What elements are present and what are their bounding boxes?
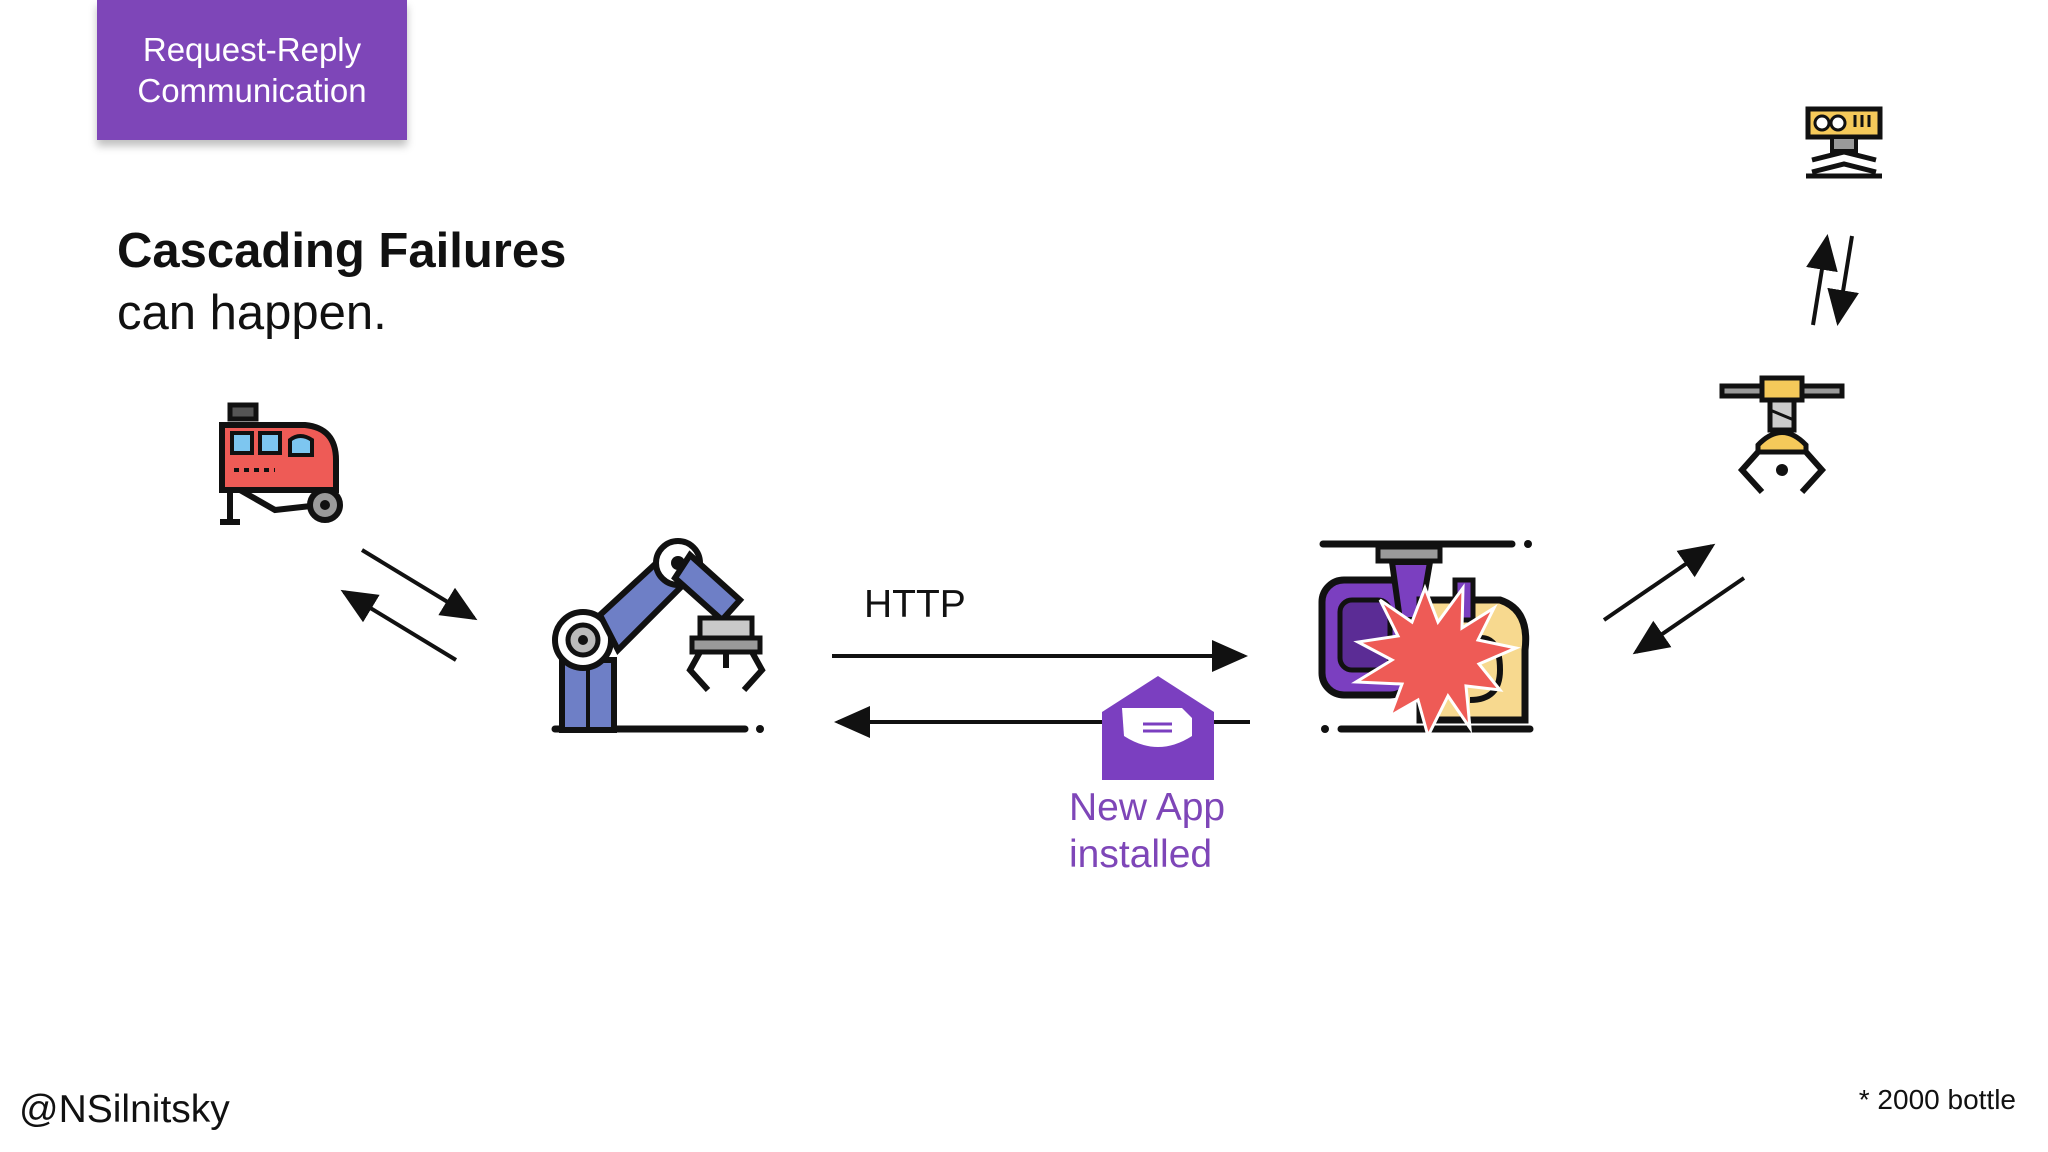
envelope-message-icon [1102,676,1214,780]
message-label-line2: installed [1069,833,1213,876]
footnote: * 2000 bottle [1858,1084,2016,1115]
robot-arm-icon [551,538,766,733]
author-handle: @NSilnitsky [19,1088,230,1131]
section-tag-line1: Request-Reply [142,31,362,68]
reply-arrow-arm-to-truck [340,589,458,662]
heading-title: Cascading Failures [117,224,567,278]
delivery-vehicle-icon [219,402,343,525]
slide-heading: Cascading Failures can happen. [117,220,566,344]
reply-arrow-claw-to-machine [1632,576,1746,655]
robotic-claw-icon [1719,375,1845,495]
section-tag-line2: Communication [137,72,367,109]
request-arrow-machine-to-claw [1602,543,1716,622]
explosion-burst [1351,583,1521,741]
message-label: New App installed [1069,784,1225,878]
section-tag: Request-Reply Communication [97,0,407,140]
request-arrow-truck-to-arm [360,548,478,621]
http-label: HTTP [864,583,966,626]
heading-subtitle: can happen. [117,286,387,340]
request-arrow-claw-to-unit [1806,234,1838,326]
message-label-line1: New App [1069,786,1226,829]
reply-arrow-unit-to-claw [1827,235,1859,326]
control-panel-icon [1805,106,1883,179]
